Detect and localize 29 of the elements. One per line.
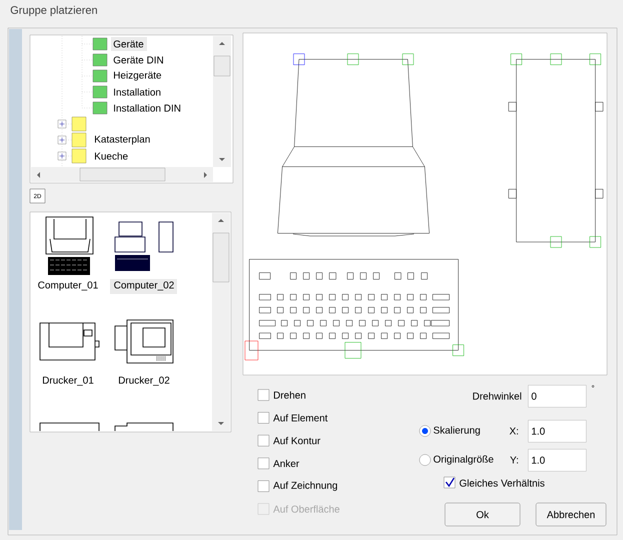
checkbox: Auf Zeichnung: [258, 480, 338, 492]
button: Abbrechen: [536, 502, 606, 526]
checkbox: Auf Oberfläche: [258, 503, 340, 515]
tree-item: Geräte DIN: [114, 56, 163, 64]
checkbox: Gleiches Verhältnis: [444, 476, 544, 488]
thumbnail-label: Drucker_01: [42, 376, 94, 386]
input-field: 1.0: [528, 420, 586, 442]
thumbnail-label: Computer_02: [110, 279, 177, 294]
thumbnail-label: Computer_01: [38, 281, 98, 291]
input-field: 1.0: [528, 449, 586, 472]
tree-item: Heizgeräte: [114, 71, 162, 81]
thumbnail-label: Drucker_02: [118, 376, 170, 386]
button: Ok: [444, 502, 520, 526]
tree-item: Katasterplan: [95, 135, 150, 145]
field-label: Drehwinkel: [473, 392, 522, 400]
field-label: Y:: [510, 456, 518, 464]
tree-item: Installation DIN: [114, 104, 180, 112]
radio-button: Skalierung: [419, 425, 480, 437]
window-title: Gruppe platzieren: [10, 6, 97, 16]
tree-item: Kueche: [95, 152, 128, 160]
radio-button: Originalgröße: [419, 454, 494, 466]
checkbox: Auf Element: [258, 412, 328, 424]
checkbox: Anker: [258, 458, 300, 470]
checkbox: Auf Kontur: [258, 434, 320, 446]
input-field: 0: [528, 385, 586, 408]
field-label: X:: [510, 428, 518, 434]
checkbox: Drehen: [258, 389, 306, 401]
tree-item: Installation: [114, 88, 160, 96]
tree-item: Geräte: [111, 37, 147, 51]
